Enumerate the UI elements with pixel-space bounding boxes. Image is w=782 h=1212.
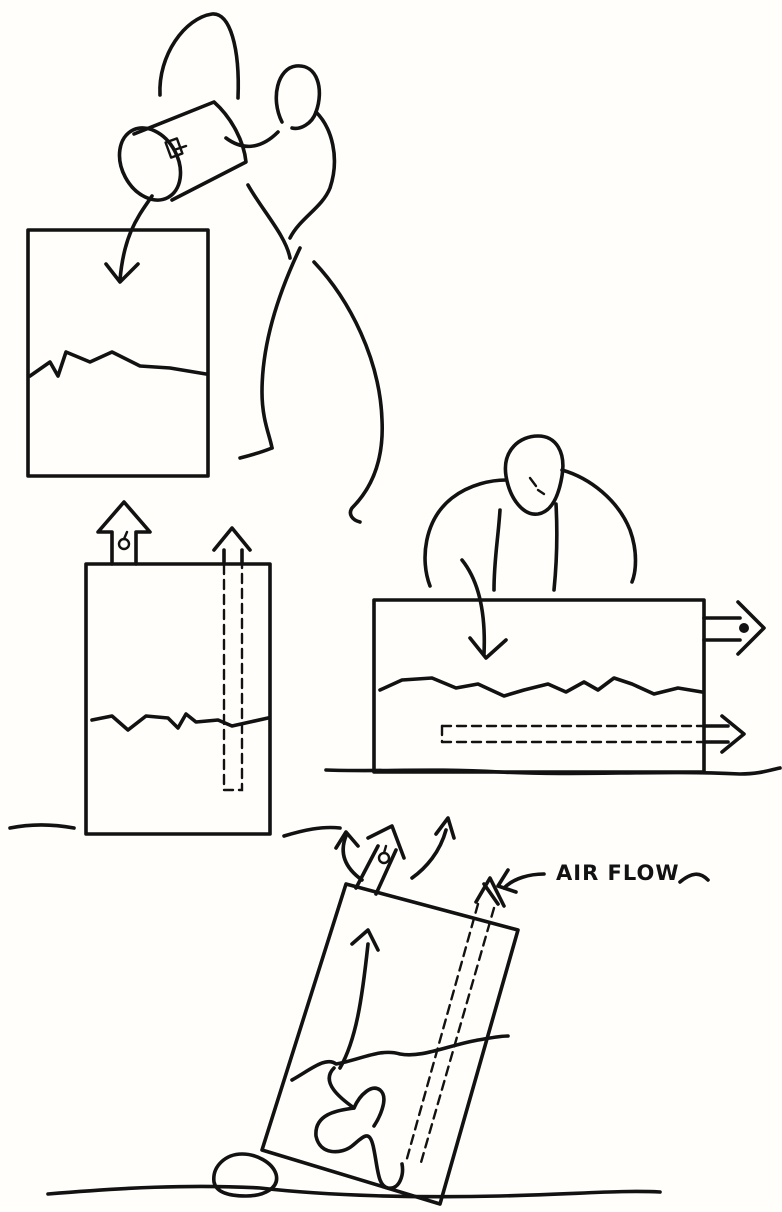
top-compost-bin [28,230,208,476]
left-bin-ground-right [284,827,340,836]
pouring-bucket [107,102,246,211]
crouching-figure [425,436,635,658]
bottom-ground [48,1186,660,1196]
left-compost-bin [86,502,270,834]
standing-figure [160,14,382,522]
tilted-compost-bin [262,818,518,1204]
air-flow-label: AIR FLOW [556,861,680,885]
left-bin-ground-left [10,825,74,828]
air-flow-annotation: AIR FLOW [498,861,708,892]
right-compost-bin [374,600,764,772]
pour-arrow [106,196,152,282]
